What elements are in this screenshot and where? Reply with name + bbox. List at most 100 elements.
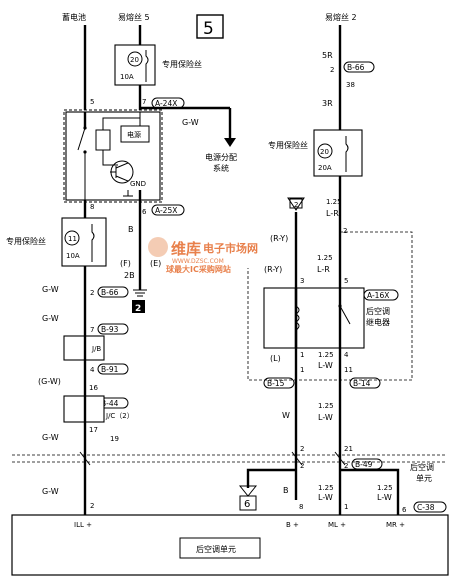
harness-break-line (12, 454, 445, 463)
fuse-box-left-mid (61, 217, 107, 267)
pin-1-ml: 1 (344, 503, 348, 511)
fuse-box-right (313, 129, 363, 177)
arrow-power-dist (224, 138, 236, 147)
pin-8-relay-out: 8 (90, 203, 94, 211)
pin-2-right-top: 2 (343, 227, 347, 235)
wire-l-paren: (L) (270, 354, 281, 363)
relay-switch (77, 127, 86, 200)
connector-b91-box (97, 363, 129, 375)
ground-symbol-mid (133, 289, 147, 297)
pin-2-b66-left: 2 (90, 289, 94, 297)
rear-unit-label-box (179, 537, 261, 559)
fuse-rating-20a: 20A (318, 164, 332, 172)
wire-lw-relay-out: L-W (318, 361, 333, 370)
rear-unit-right-2: 单元 (416, 473, 432, 483)
pin-1-relay: 1 (300, 351, 304, 359)
fuse-rating-10a-left: 10A (66, 252, 80, 260)
wire-3r: 3R (322, 99, 333, 108)
ground-marker-2-right-label: 2 (294, 201, 298, 209)
ground-marker-2: 2 (135, 304, 141, 314)
connector-b15: B-15 (267, 379, 285, 388)
wire-125-mid: 1.25 (317, 254, 333, 262)
power-label: 电源 (127, 130, 141, 139)
watermark-logo-icon (148, 237, 168, 257)
pin-6-mr: 6 (402, 506, 407, 514)
pin-19-left: 19 (110, 435, 119, 443)
connector-a16x-box (363, 289, 399, 301)
relay-switch-node-2 (83, 150, 87, 154)
connector-c38: C-38 (417, 503, 435, 512)
pin-22-b49: 2 (344, 462, 348, 470)
pin-8-lower: 8 (299, 503, 303, 511)
ground-marker-2-right (289, 198, 303, 209)
fuse-number-circle (127, 51, 143, 67)
relay-contact-right (339, 305, 351, 325)
watermark: 维库 电子市场网 WWW.DZSC.COM 球最大IC采购网站 (148, 237, 258, 274)
wire-gw-left-3: G-W (42, 433, 59, 442)
wire-gw-power: G-W (182, 118, 199, 127)
wire-lw-low: L-W (318, 413, 333, 422)
pin-2-lower-right: 2 (300, 445, 304, 453)
pin-6-relay-out: 6 (142, 208, 147, 216)
arrow-ground-2 (287, 197, 305, 211)
wire-lw-mr: L-W (318, 493, 333, 502)
watermark-slogan: 球最大IC采购网站 (166, 264, 231, 274)
pin-11-b14: 11 (344, 366, 353, 374)
wire-ry-bottom: (R-Y) (264, 265, 282, 274)
wire-125-relay-out: 1.25 (318, 351, 334, 359)
fusible-link-2-label: 易熔丝 2 (325, 12, 357, 22)
relay-switch-node-1 (83, 126, 87, 130)
connector-b44: B-44 (101, 399, 119, 408)
dedicated-fuse-label-right: 专用保险丝 (268, 140, 308, 150)
fuse-number-circle-right (317, 143, 333, 159)
ground-marker-6: 6 (244, 499, 250, 510)
wire-w: W (282, 411, 290, 420)
page-number: 5 (203, 19, 214, 39)
connector-b93: B-93 (101, 325, 119, 334)
rear-unit-right-1: 后空调 (410, 462, 434, 472)
pin-7-relay-in: 7 (142, 98, 146, 106)
pin-2-b66-right: 2 (330, 66, 334, 74)
rear-ac-unit-box (11, 514, 449, 576)
power-distribution-label: 电源分配 (205, 152, 237, 162)
term-ml: ML + (328, 521, 346, 529)
wire-125-mr2: 1.25 (377, 484, 393, 492)
connector-b14: B-14 (353, 379, 371, 388)
connector-a25x: A-25X (155, 206, 177, 215)
connector-b15-box (263, 377, 295, 389)
pin-3-relay: 3 (300, 277, 304, 285)
pin-2-ill: 2 (90, 502, 94, 510)
connector-a25x-box (151, 204, 185, 216)
relay-unit-inner (65, 111, 161, 201)
pin-5-relay-in: 5 (90, 98, 94, 106)
wire-125-top: 1.25 (326, 198, 342, 206)
ground-marker-2-box (132, 300, 145, 313)
pin-4-relay: 4 (344, 351, 349, 359)
fuse-number-11: 11 (68, 235, 77, 243)
fusible-link-5-label: 易熔丝 5 (118, 12, 150, 22)
fuse-number-20: 20 (130, 56, 139, 64)
relay-contact-node (338, 304, 342, 308)
wire-ground-6 (246, 468, 296, 488)
transistor-legs (110, 162, 129, 182)
watermark-brand-sub: 电子市场网 (203, 241, 258, 255)
fuse-symbol-mid (91, 224, 95, 262)
page-number-box (196, 14, 224, 39)
jc2-label: J/C（2） (105, 412, 134, 420)
wire-125-low: 1.25 (318, 402, 334, 410)
pin-16-jc: 16 (89, 384, 98, 392)
connector-b91: B-91 (101, 365, 119, 374)
relay-dashed-link (247, 231, 413, 381)
fuse-number-circle-11 (64, 230, 80, 246)
system-label: 系统 (213, 163, 229, 173)
gnd-symbol (123, 190, 133, 197)
connector-c38-box (413, 501, 447, 513)
fuse-symbol-top (145, 50, 149, 82)
watermark-url: WWW.DZSC.COM (172, 258, 224, 265)
wire-mr (340, 468, 400, 515)
pin-21-lower: 21 (344, 445, 353, 453)
wire-f-label: (F) (120, 259, 131, 268)
wire-e-label: (E) (150, 259, 161, 268)
connector-b49: B-49 (355, 460, 373, 469)
wire-b-lower: B (283, 486, 289, 495)
